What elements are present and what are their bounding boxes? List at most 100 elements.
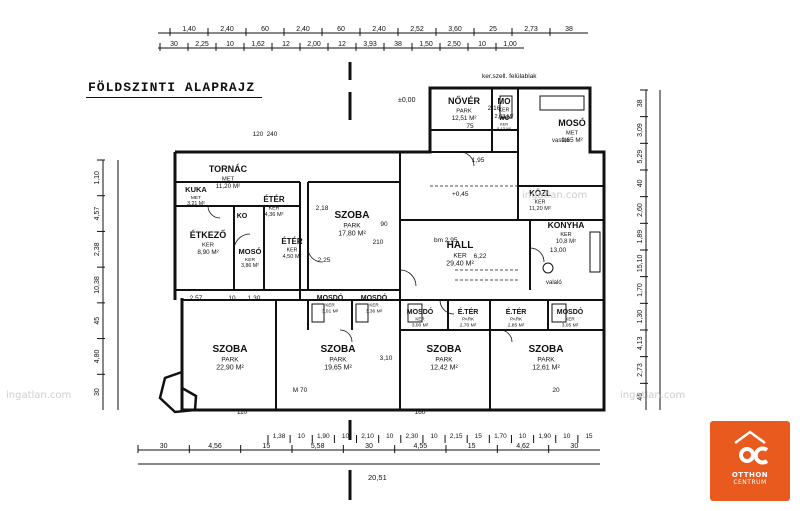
brand-name: OTTHON	[731, 471, 769, 479]
dim-top-7: 3,60	[448, 26, 462, 33]
room-floor-szoba1: PARK	[221, 357, 239, 364]
room-floor-hall: KER	[453, 253, 467, 260]
total-width-dimension: 20,51	[368, 473, 387, 482]
room-name-kozl: KÖZL	[529, 189, 551, 198]
dim-top2-0: 30	[170, 41, 178, 48]
dim-top2-6: 12	[338, 41, 346, 48]
note-top-right: ker.szell. felülablak	[482, 73, 537, 80]
dim-bottom2-0: 30	[160, 443, 168, 450]
dim-extra-11: 2,57	[190, 295, 203, 302]
dim-top2-3: 1,62	[251, 41, 265, 48]
room-name-tornac: TORNÁC	[209, 164, 248, 174]
room-floor-szoba4: PARK	[537, 357, 555, 364]
dim-extra-4: 240	[267, 131, 278, 138]
room-area-konyha: 10,8 M²	[556, 239, 576, 245]
dim-bottom-9: 15	[475, 433, 483, 440]
dim-top-1: 2,40	[220, 26, 234, 33]
dim-bottom-13: 10	[563, 433, 571, 440]
dim-extra-14: 2,18	[316, 205, 329, 212]
room-area-wc: 0,13 M²	[497, 127, 512, 132]
dim-extra-1: 13,00	[550, 247, 567, 254]
dim-top-8: 25	[489, 26, 497, 33]
dim-bottom2-5: 4,55	[414, 443, 428, 450]
dim-top2-8: 38	[394, 41, 402, 48]
dim-top2-2: 10	[226, 41, 234, 48]
room-name-konyha: KONYHA	[548, 220, 585, 230]
note-bm: bm 2,95	[434, 237, 458, 244]
room-name-kuka: KUKA	[185, 185, 207, 194]
level-label-raised: +0,45	[452, 191, 469, 198]
room-floor-moso3: KER	[369, 303, 379, 308]
dim-bottom-0: 1,38	[273, 433, 286, 440]
dim-extra-13: 1,30	[248, 295, 261, 302]
house-mark-icon	[734, 430, 769, 465]
note-valalo: valaló	[546, 280, 562, 286]
room-floor-moso1: KER	[245, 257, 255, 263]
room-area-szoba3: 12,42 M²	[430, 365, 458, 372]
room-floor-tornac: MET	[222, 177, 235, 183]
notes: ker.szell. felülablak ±0,00 +0,45 vasaló…	[368, 73, 570, 482]
room-name-szoba2: SZOBA	[321, 344, 356, 355]
dim-bottom2-4: 30	[365, 443, 373, 450]
dim-right-11: 45	[637, 393, 644, 401]
room-floor-szoba3: PARK	[435, 357, 453, 364]
dim-extra-10: 20	[552, 387, 560, 394]
dim-extra-5: 120	[253, 131, 264, 138]
room-floor-nover: PARK	[456, 109, 472, 115]
interior-walls	[175, 88, 604, 410]
dim-bottom2-7: 4,62	[516, 443, 530, 450]
plan-title: FÖLDSZINTI ALAPRAJZ	[88, 80, 256, 95]
dim-left-6: 30	[94, 388, 101, 396]
room-floor-eter2: KER	[287, 248, 298, 254]
dim-bottom2-8: 30	[570, 443, 578, 450]
room-area-eter3: 2,70 M²	[460, 322, 477, 328]
dim-top-4: 60	[337, 26, 345, 33]
dim-extra-6: 75	[466, 123, 474, 130]
room-floor-wc: KER	[500, 122, 508, 127]
room-area-moso4: 3,00 M²	[412, 322, 429, 328]
dim-bottom-4: 2,10	[361, 433, 374, 440]
dim-top-5: 2,40	[372, 26, 386, 33]
room-name-ko: KO	[237, 213, 248, 220]
watermark-left: ingatlan.com	[6, 390, 72, 401]
room-floor-szoba-c: PARK	[343, 223, 361, 230]
dim-top2-11: 10	[478, 41, 486, 48]
dim-top2-1: 2,25	[195, 41, 209, 48]
room-name-nover: NŐVÉR	[448, 95, 481, 106]
room-name-mo: MO	[498, 97, 511, 106]
fixtures	[311, 95, 601, 323]
dim-extra-15: 2,25	[318, 257, 331, 264]
dim-right-2: 5,29	[637, 150, 644, 164]
room-area-kozl: 11,20 M²	[529, 206, 551, 212]
dim-top2-12: 1,00	[503, 41, 517, 48]
room-floor-moso2: KER	[325, 303, 335, 308]
room-area-szoba1: 22,90 M²	[216, 365, 244, 372]
dim-top-6: 2,52	[410, 26, 424, 33]
dim-top2-10: 2,50	[447, 41, 461, 48]
dim-right-0: 38	[637, 99, 644, 107]
dim-left-0: 1,10	[94, 171, 101, 185]
dim-extra-12: 10	[228, 295, 236, 302]
room-name-szoba3: SZOBA	[427, 344, 462, 355]
room-area-szoba4: 12,61 M²	[532, 365, 560, 372]
dim-left-2: 2,38	[94, 242, 101, 256]
stair-lines	[430, 185, 520, 281]
dim-top-3: 2,40	[296, 26, 310, 33]
brand-sub: CENTRUM	[733, 479, 767, 486]
room-floor-eter4: PARK	[510, 317, 522, 322]
dim-bottom-5: 10	[386, 433, 394, 440]
room-name-szoba1: SZOBA	[213, 344, 248, 355]
room-floor-konyha: KER	[560, 232, 571, 238]
dim-top2-4: 12	[282, 41, 290, 48]
dim-right-8: 1,30	[637, 310, 644, 324]
dimension-lines	[102, 32, 661, 465]
dim-bottom-12: 1,90	[538, 433, 551, 440]
room-area-moso5: 3,05 M²	[562, 322, 579, 328]
room-name-eter1: ÉTÉR	[263, 195, 285, 204]
dim-extra-16: 3,10	[380, 355, 393, 362]
room-name-moso3: MOSDÓ	[361, 293, 388, 302]
